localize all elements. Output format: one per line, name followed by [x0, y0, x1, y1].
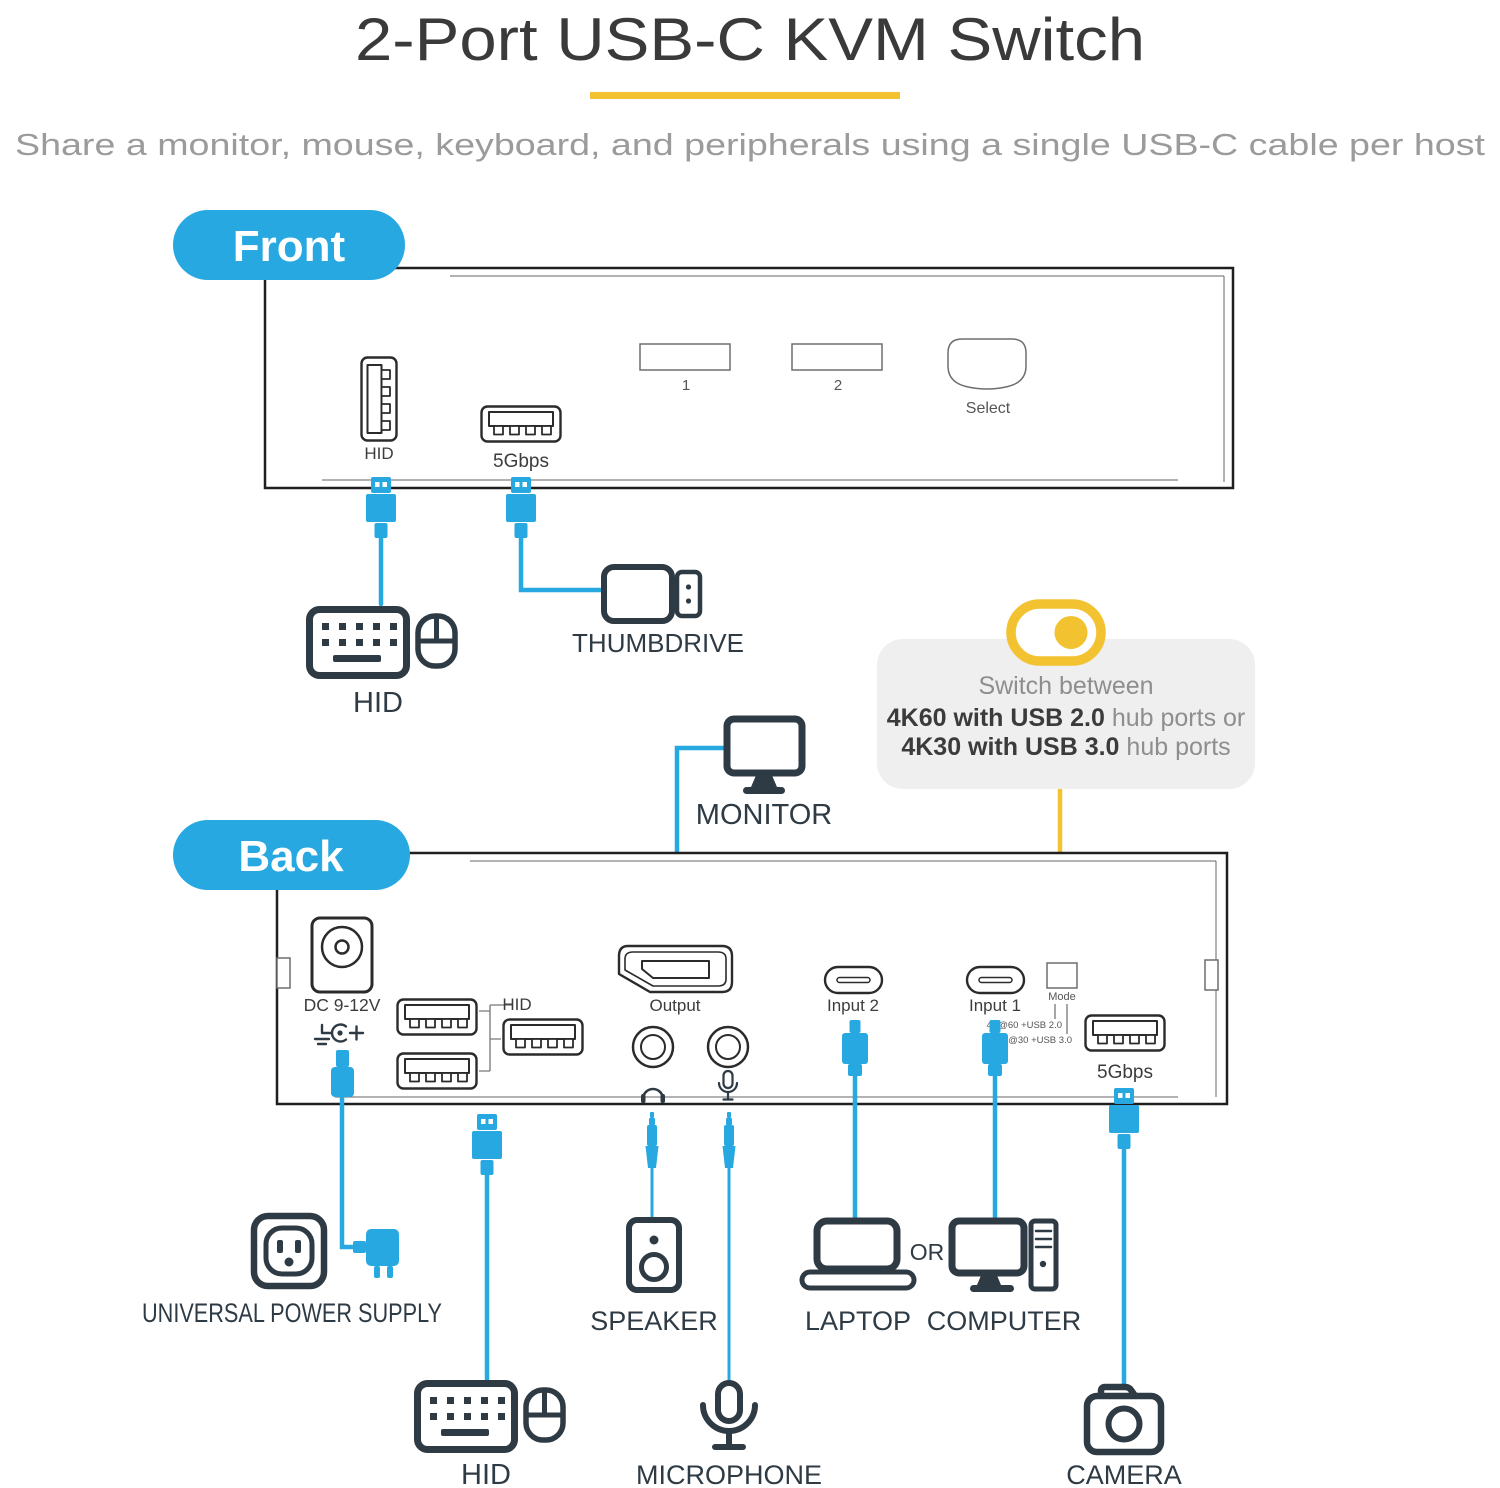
power-outlet-icon — [250, 1212, 328, 1290]
dc-jack-label: DC 9-12V — [304, 995, 381, 1015]
back-usb-hid-port-2 — [396, 1052, 478, 1090]
back-hid-usb-plug — [472, 1114, 502, 1175]
power-cable — [339, 1093, 356, 1250]
headphones-icon — [641, 1087, 665, 1103]
speaker-label: SPEAKER — [590, 1306, 718, 1336]
front-5gbps-port-label: 5Gbps — [493, 451, 549, 472]
computer-icon — [948, 1217, 1059, 1292]
front-panel-section: Front HID 5Gbps 1 2 Select — [173, 210, 1235, 490]
computer-label: COMPUTER — [927, 1306, 1082, 1336]
front-peripherals: HID THUMBDRIVE — [310, 477, 744, 719]
mode-option1-label: 4K@60 +USB 2.0 — [987, 1020, 1062, 1031]
speaker-icon — [626, 1217, 682, 1293]
camera-label: CAMERA — [1066, 1460, 1182, 1488]
displayport-output-port — [617, 944, 734, 994]
input1-port-label: Input 1 — [969, 996, 1021, 1015]
front-panel-3d-lines — [322, 275, 1225, 482]
front-hid-usb-port — [360, 356, 398, 442]
hid-group-bracket — [479, 1004, 513, 1072]
title-underline — [590, 92, 900, 99]
header: 2-Port USB-C KVM Switch Share a monitor,… — [15, 6, 1485, 162]
laptop-label: LAPTOP — [805, 1306, 911, 1336]
front-5gbps-usb-port — [480, 405, 562, 443]
thumbdrive-icon — [601, 564, 703, 624]
led-window-2 — [791, 343, 883, 371]
microphone-audio-plug — [722, 1112, 736, 1168]
or-label: OR — [910, 1239, 945, 1265]
headphone-jack — [631, 1025, 675, 1069]
mode-option2-label: 4K@30 +USB 3.0 — [997, 1035, 1072, 1046]
thumbdrive-cable — [518, 535, 605, 593]
back-badge — [173, 820, 410, 890]
mic-jack — [706, 1025, 750, 1069]
monitor-label: MONITOR — [696, 799, 832, 831]
monitor-cable — [674, 745, 730, 900]
input2-usbc-port — [823, 965, 884, 995]
led-window-1 — [639, 343, 731, 371]
mode-button-label: Mode — [1048, 991, 1076, 1003]
mode-option-leaders — [1054, 1004, 1068, 1034]
callout-line2: 4K60 with USB 2.0 hub ports or — [887, 704, 1246, 732]
front-hid-port-label: HID — [364, 444, 393, 463]
input2-port-label: Input 2 — [827, 996, 879, 1015]
polarity-icon — [313, 1023, 365, 1046]
callout-line1: Switch between — [978, 672, 1153, 700]
front-hid-label: HID — [353, 687, 403, 719]
output-port-label: Output — [649, 996, 700, 1015]
front-panel-outline — [263, 266, 1235, 490]
back-usb-hid-port-3 — [502, 1018, 584, 1056]
back-panel-section: Back DC 9-12V HID Output — [173, 820, 1229, 1106]
led-2-label: 2 — [834, 377, 842, 394]
bottom-hid-label: HID — [461, 1459, 511, 1488]
front-badge — [173, 210, 405, 280]
power-adapter-icon — [353, 1229, 399, 1278]
back-5gbps-usb-port — [1084, 1014, 1166, 1052]
input1-usbc-port — [965, 965, 1026, 995]
select-button-label: Select — [966, 400, 1011, 417]
thumbdrive-label: THUMBDRIVE — [572, 628, 744, 658]
microphone-label: MICROPHONE — [636, 1460, 822, 1488]
dc-power-plug — [331, 1050, 354, 1097]
back-panel-left-tab — [276, 957, 291, 989]
keyboard-mouse-icon — [310, 610, 456, 676]
back-panel-right-tab — [1204, 959, 1219, 991]
back-usb-hid-port-1 — [396, 998, 478, 1036]
laptop-icon — [799, 1217, 917, 1291]
callout-box — [877, 639, 1255, 789]
mode-callout: Switch between 4K60 with USB 2.0 hub por… — [877, 599, 1255, 952]
keyboard-mouse-icon-bottom — [418, 1384, 564, 1450]
power-supply-label: UNIVERSAL POWER SUPPLY — [142, 1298, 442, 1328]
select-button — [947, 338, 1027, 390]
back-5gbps-port-label: 5Gbps — [1097, 1062, 1153, 1083]
page-subtitle: Share a monitor, mouse, keyboard, and pe… — [15, 127, 1485, 162]
front-badge-label: Front — [233, 222, 346, 271]
dc-jack-port — [310, 916, 374, 994]
back-peripherals: UNIVERSAL POWER SUPPLY HID SPEAKER MICRO… — [142, 1020, 1182, 1488]
mic-jack-icon — [717, 1069, 739, 1101]
led-1-label: 1 — [682, 377, 690, 394]
toggle-icon — [1006, 599, 1106, 666]
camera-icon — [1083, 1383, 1165, 1456]
back-badge-label: Back — [238, 832, 344, 881]
back-hid-group-label: HID — [502, 995, 531, 1014]
speaker-audio-plug — [645, 1112, 659, 1168]
mode-button — [1046, 962, 1078, 989]
page-title: 2-Port USB-C KVM Switch — [355, 6, 1145, 73]
microphone-icon — [700, 1380, 758, 1450]
callout-line3: 4K30 with USB 3.0 hub ports — [901, 733, 1230, 761]
monitor-icon — [723, 715, 806, 794]
